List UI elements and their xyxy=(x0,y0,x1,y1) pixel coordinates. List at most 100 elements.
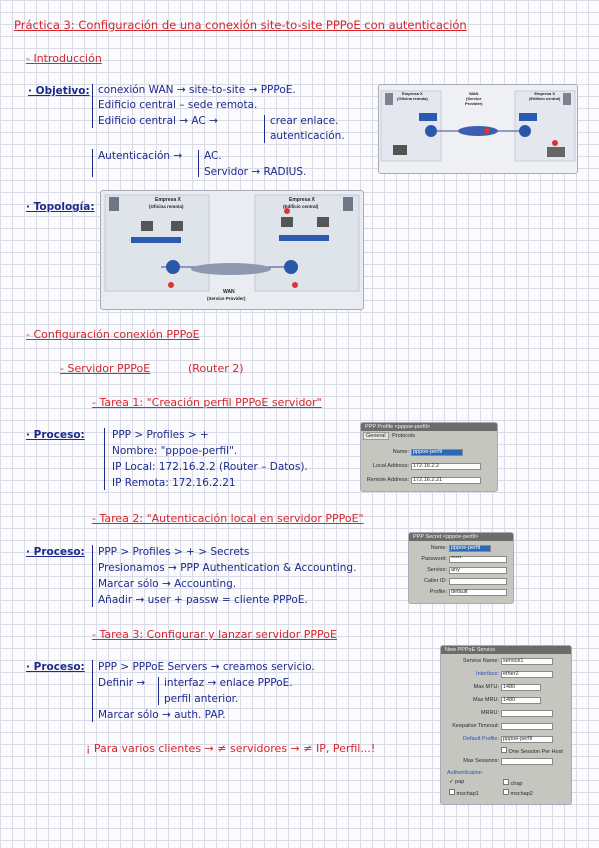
pc-icon xyxy=(317,217,329,227)
tarea3-inner-brace xyxy=(158,677,159,705)
secret-password-field[interactable]: ***** xyxy=(449,556,507,563)
pppoe-service-dialog-title: New PPPoE Service xyxy=(441,646,571,654)
auth-mschap1-checkbox[interactable]: mschap1 xyxy=(449,789,479,797)
secret-caller-id-label: Caller ID: xyxy=(424,578,447,584)
wan-cloud-icon xyxy=(458,126,498,136)
interface-select[interactable]: ether2 xyxy=(501,671,553,678)
tarea1-line-3: IP Local: 172.16.2.2 (Router – Datos). xyxy=(112,461,308,473)
secret-profile-label: Profile: xyxy=(429,589,447,595)
objetivo-line-4: crear enlace. xyxy=(270,115,339,127)
auth-pap-checkbox[interactable]: ✓ pap xyxy=(449,779,464,785)
tarea3-line-5: Marcar sólo → auth. PAP. xyxy=(98,709,226,721)
router-icon xyxy=(284,260,298,274)
checkbox-box xyxy=(503,779,509,785)
max-mru-label: Max MRU: xyxy=(473,697,499,703)
tarea1-line-2: Nombre: "pppoe-perfil". xyxy=(112,445,238,457)
tarea3-brace xyxy=(92,660,93,722)
tarea1-heading: - Tarea 1: "Creación perfil PPPoE servid… xyxy=(92,396,322,409)
tarea3-line-3: interfaz → enlace PPPoE. xyxy=(164,677,293,689)
large-right-site-title: Empresa X xyxy=(289,197,315,203)
max-sessions-field[interactable] xyxy=(501,758,553,765)
building-icon xyxy=(563,93,571,105)
network-diagram-small: Empresa X (Oficina remota) WAN (Service … xyxy=(378,84,578,174)
router-icon xyxy=(166,260,180,274)
small-wan-label: WAN (Service Provider) xyxy=(465,91,483,106)
topologia-label: · Topología: xyxy=(26,201,95,213)
page-title: Práctica 3: Configuración de una conexió… xyxy=(14,18,467,32)
tarea1-brace xyxy=(104,428,105,490)
router-icon xyxy=(519,125,531,137)
switch-icon xyxy=(419,113,437,121)
pppoe-service-dialog: New PPPoE Service Service Name: service1… xyxy=(440,645,572,805)
building-icon xyxy=(343,197,353,211)
profile-remote-address-label: Remote Address: xyxy=(366,477,409,483)
max-mtu-field[interactable]: 1480 xyxy=(501,684,541,691)
objetivo-line-7: AC. xyxy=(204,150,222,162)
large-right-site-sub: (Edificio central) xyxy=(283,204,319,209)
one-session-checkbox[interactable]: One Session Per Host xyxy=(501,747,563,755)
intro-heading: - Introducción xyxy=(26,52,102,65)
objetivo-label: · Objetivo: xyxy=(28,85,90,97)
auth-mschap2-checkbox[interactable]: mschap2 xyxy=(503,789,533,797)
mrru-field[interactable] xyxy=(501,710,553,717)
max-sessions-label: Max Sessions: xyxy=(463,758,499,764)
secret-service-select[interactable]: any xyxy=(449,567,507,574)
small-left-site-label: Empresa X (Oficina remota) xyxy=(397,91,428,101)
tarea2-line-3: Marcar sólo → Accounting. xyxy=(98,578,237,590)
auth-mschap1-label: mschap1 xyxy=(456,791,479,797)
profile-remote-address-field[interactable]: 172.16.2.21 xyxy=(411,477,481,484)
objetivo-line-6: Autenticación → xyxy=(98,150,183,162)
tab-general[interactable]: General xyxy=(363,432,389,440)
switch-icon xyxy=(131,237,181,243)
tarea2-line-4: Añadir → user + passw = cliente PPPoE. xyxy=(98,594,308,606)
servidor-heading: - Servidor PPPoE xyxy=(60,362,151,375)
mrru-label: MRRU: xyxy=(480,710,499,716)
objetivo-line-8: Servidor → RADIUS. xyxy=(204,166,307,178)
objetivo-line-3: Edificio central → AC → xyxy=(98,115,218,127)
one-session-label: One Session Per Host xyxy=(508,749,563,755)
tarea3-line-4: perfil anterior. xyxy=(164,693,239,705)
default-profile-label: Default Profile: xyxy=(462,736,499,742)
profile-local-address-label: Local Address: xyxy=(372,463,409,469)
multi-client-note: ¡ Para varios clientes → ≠ servidores → … xyxy=(86,742,376,755)
auth-pap-label: pap xyxy=(455,779,465,785)
profile-name-field[interactable]: pppoe-perfil xyxy=(411,449,463,456)
router-icon xyxy=(425,125,437,137)
checkbox-box xyxy=(449,789,455,795)
large-left-site-title: Empresa X xyxy=(155,197,181,203)
auth-chap-checkbox[interactable]: chap xyxy=(503,779,522,787)
tarea3-line-1: PPP > PPPoE Servers → creamos servicio. xyxy=(98,661,315,673)
service-name-label: Service Name: xyxy=(462,658,499,664)
tarea1-line-4: IP Remota: 172.16.2.21 xyxy=(112,477,236,489)
secret-caller-id-field[interactable] xyxy=(449,578,507,585)
large-wan-sub: (Service Provider) xyxy=(207,296,246,301)
check-icon: ✓ xyxy=(449,779,454,785)
objetivo-line-2: Edificio central – sede remota. xyxy=(98,99,258,111)
objetivo-brace xyxy=(92,84,93,128)
network-diagram-large: Empresa X (Oficina remota) Empresa X (Ed… xyxy=(100,190,364,310)
pc-icon xyxy=(281,217,293,227)
profile-local-address-field[interactable]: 172.16.2.2 xyxy=(411,463,481,470)
tarea1-proceso-label: · Proceso: xyxy=(26,429,85,441)
service-name-field[interactable]: service1 xyxy=(501,658,553,665)
tarea2-line-2: Presionamos → PPP Authentication & Accou… xyxy=(98,562,357,574)
keepalive-timeout-field[interactable] xyxy=(501,723,553,730)
secret-password-label: Password: xyxy=(421,556,447,562)
tarea3-proceso-label: · Proceso: xyxy=(26,661,85,673)
ppp-profile-dialog-title: PPP Profile <pppoe-perfil> xyxy=(361,423,497,431)
checkbox-box xyxy=(501,747,507,753)
default-profile-select[interactable]: pppoe-perfil xyxy=(501,736,553,743)
large-wan-title: WAN xyxy=(223,289,235,295)
secret-profile-select[interactable]: default xyxy=(449,589,507,596)
pc-icon xyxy=(171,221,183,231)
tarea2-heading: - Tarea 2: "Autenticación local en servi… xyxy=(92,512,364,525)
authentication-group-label: Authentication xyxy=(447,770,482,776)
secret-name-field[interactable]: pppoe-perfil xyxy=(449,545,491,552)
building-icon xyxy=(109,197,119,211)
tarea1-line-1: PPP > Profiles > + xyxy=(112,429,209,441)
ppp-profile-dialog: PPP Profile <pppoe-perfil> General Proto… xyxy=(360,422,498,492)
max-mru-field[interactable]: 1480 xyxy=(501,697,541,704)
interface-label: Interface: xyxy=(476,671,499,677)
switch-icon xyxy=(279,235,329,241)
tab-protocols[interactable]: Protocols xyxy=(392,433,416,439)
